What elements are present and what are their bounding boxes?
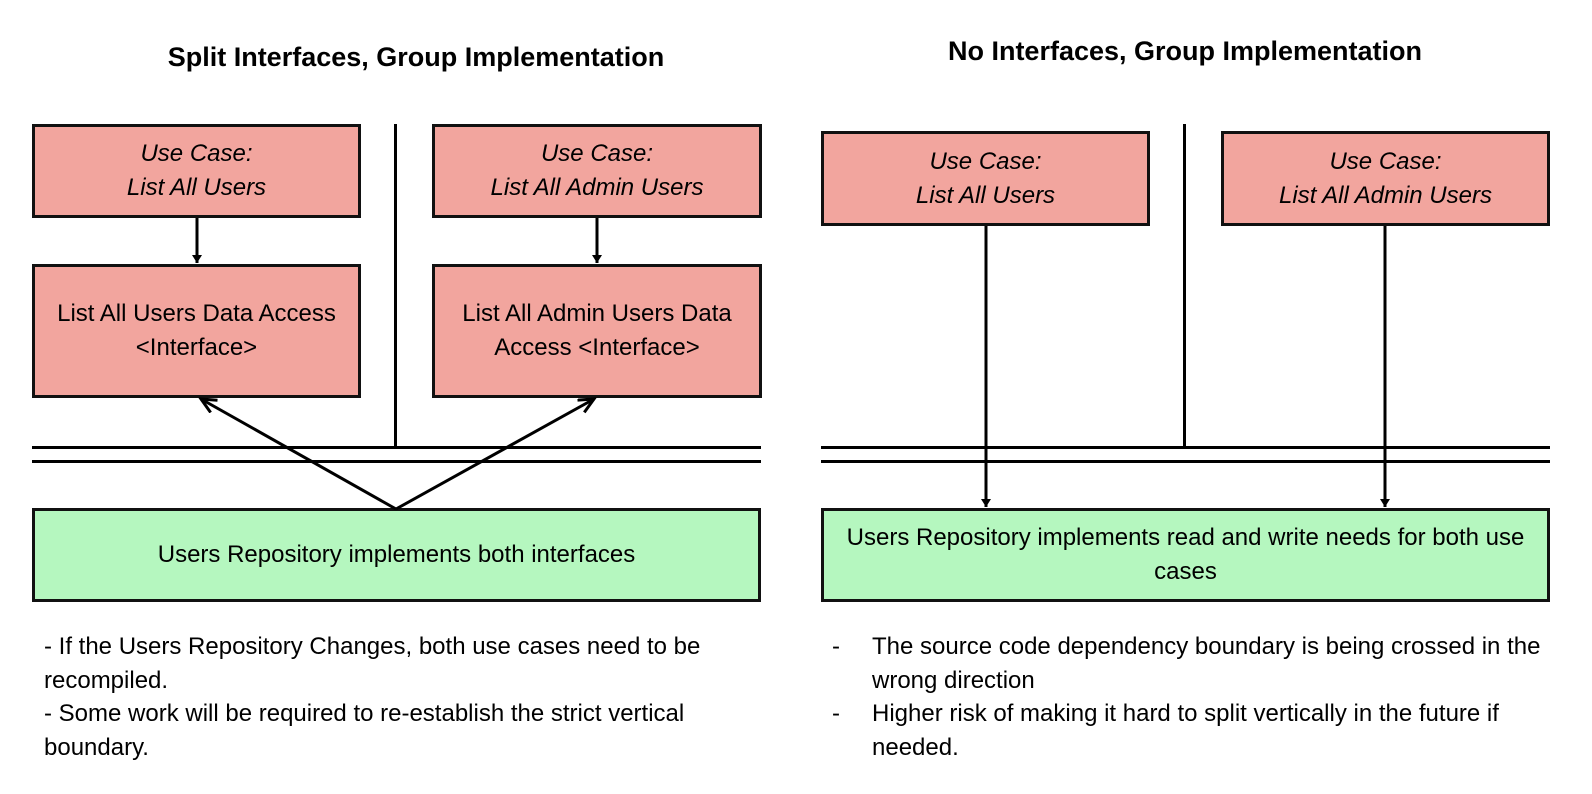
right-note-2: - Higher risk of making it hard to split… (822, 697, 1542, 764)
left-note-1: - If the Users Repository Changes, both … (44, 633, 701, 694)
usecase-label: Use Case: (929, 147, 1042, 175)
left-usecase-list-all-users: Use Case: List All Users (32, 124, 361, 218)
right-users-repository: Users Repository implements read and wri… (821, 508, 1550, 602)
arrow-repository-to-interface1 (201, 399, 397, 511)
right-usecase-list-all-admin-users: Use Case: List All Admin Users (1221, 131, 1550, 226)
left-vertical-boundary-line (394, 124, 397, 448)
arrow-repository-to-interface2 (395, 399, 594, 511)
list-dash: - (832, 633, 840, 660)
right-vertical-boundary-line (1183, 124, 1186, 448)
left-diagram-title: Split Interfaces, Group Implementation (167, 42, 665, 72)
usecase-label: Use Case: (1329, 147, 1442, 175)
list-dash: - (832, 700, 840, 727)
repository-label: Users Repository implements read and wri… (846, 524, 1525, 585)
left-horizontal-boundary-line-bottom (32, 460, 761, 463)
interface-label-line1: List All Users Data Access (57, 300, 336, 327)
right-horizontal-boundary-line-top (821, 446, 1550, 449)
usecase-name: List All Users (915, 181, 1056, 209)
right-usecase-list-all-users: Use Case: List All Users (821, 131, 1150, 226)
interface-label-line2: Access <Interface> (494, 334, 700, 361)
left-interface-list-all-admin-users: List All Admin Users Data Access <Interf… (432, 264, 762, 398)
left-note-2: - Some work will be required to re-estab… (44, 700, 685, 761)
usecase-name: List All Admin Users (490, 174, 704, 201)
right-notes: - The source code dependency boundary is… (822, 630, 1542, 764)
repository-label: Users Repository implements both interfa… (157, 541, 636, 568)
left-horizontal-boundary-line-top (32, 446, 761, 449)
right-note-1-text: The source code dependency boundary is b… (872, 633, 1541, 694)
left-usecase-list-all-admin-users: Use Case: List All Admin Users (432, 124, 762, 218)
left-notes: - If the Users Repository Changes, both … (44, 630, 764, 764)
usecase-label: Use Case: (540, 140, 654, 167)
interface-label-line2: <Interface> (135, 334, 258, 361)
usecase-label: Use Case: (140, 140, 253, 167)
right-horizontal-boundary-line-bottom (821, 460, 1550, 463)
left-interface-list-all-users: List All Users Data Access <Interface> (32, 264, 361, 398)
usecase-name: List All Admin Users (1279, 181, 1492, 209)
right-note-2-text: Higher risk of making it hard to split v… (872, 700, 1499, 761)
usecase-name: List All Users (126, 174, 267, 201)
right-note-1: - The source code dependency boundary is… (822, 630, 1542, 697)
right-diagram-title: No Interfaces, Group Implementation (947, 36, 1423, 66)
interface-label-line1: List All Admin Users Data (462, 300, 732, 327)
